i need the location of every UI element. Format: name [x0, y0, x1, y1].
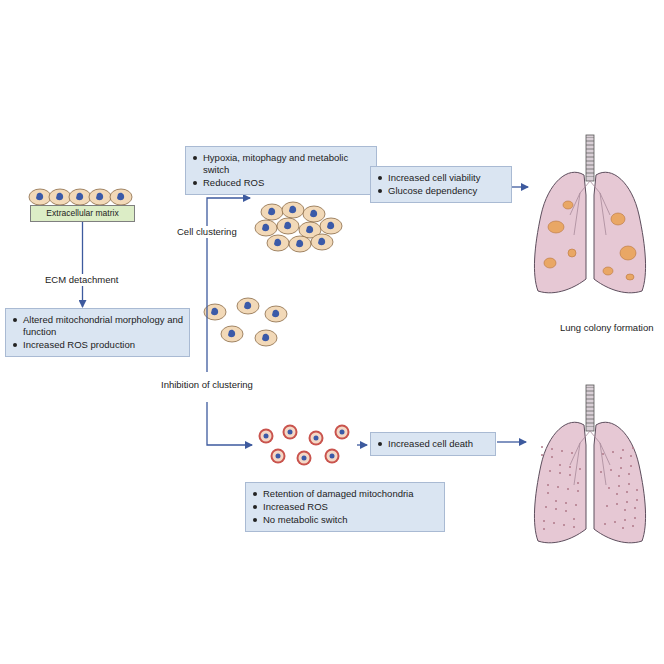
outcome-label: Lung colony formation — [558, 322, 655, 334]
box-text: Hypoxia, mitophagy and metabolic switch — [192, 152, 370, 176]
box-text: Retention of damaged mitochondria — [252, 488, 438, 500]
bullet — [253, 492, 257, 496]
box-text: Increased ROS production — [12, 339, 183, 351]
bullet-text: Retention of damaged mitochondria — [263, 488, 414, 499]
bullet — [193, 181, 197, 185]
box-text: Reduced ROS — [192, 177, 370, 189]
box-text: Altered mitochondrial morphology and fun… — [12, 314, 183, 338]
ecm-bar: Extracellular matrix — [30, 205, 135, 222]
bullet-text: Glucose dependency — [388, 185, 477, 196]
bullet-text: Increased cell death — [388, 438, 473, 449]
box-text: Glucose dependency — [377, 185, 505, 197]
info-box: Increased cell death — [370, 432, 496, 456]
bullet-text: Increased ROS production — [23, 339, 135, 350]
bullet-text: Increased cell viability — [388, 172, 480, 183]
box-text: Increased cell viability — [377, 172, 505, 184]
bullet — [193, 156, 197, 160]
branch-label: Inhibition of clustering — [159, 379, 255, 391]
flow-arrow — [82, 222, 83, 307]
bullet — [378, 176, 382, 180]
bullet — [13, 343, 17, 347]
box-text: Increased cell death — [377, 438, 489, 450]
box-text: Increased ROS — [252, 501, 438, 513]
info-box: Hypoxia, mitophagy and metabolic switchR… — [185, 146, 377, 195]
step-label: ECM detachment — [43, 274, 120, 286]
info-box: Increased cell viabilityGlucose dependen… — [370, 166, 512, 203]
bullet — [378, 189, 382, 193]
info-box: Altered mitochondrial morphology and fun… — [5, 308, 190, 357]
bullet — [253, 505, 257, 509]
box-text: Extracellular matrix — [35, 208, 130, 219]
branch-label: Cell clustering — [175, 226, 239, 238]
box-text: No metabolic switch — [252, 514, 438, 526]
bullet — [253, 518, 257, 522]
bullet-text: No metabolic switch — [263, 514, 347, 525]
info-box: Retention of damaged mitochondriaIncreas… — [245, 482, 445, 532]
bullet-text: Extracellular matrix — [46, 208, 118, 218]
bullet-text: Altered mitochondrial morphology and fun… — [23, 314, 183, 337]
bullet-text: Increased ROS — [263, 501, 328, 512]
bullet-text: Reduced ROS — [203, 177, 264, 188]
bullet — [13, 318, 17, 322]
bullet-text: Hypoxia, mitophagy and metabolic switch — [203, 152, 348, 175]
bullet — [378, 442, 382, 446]
